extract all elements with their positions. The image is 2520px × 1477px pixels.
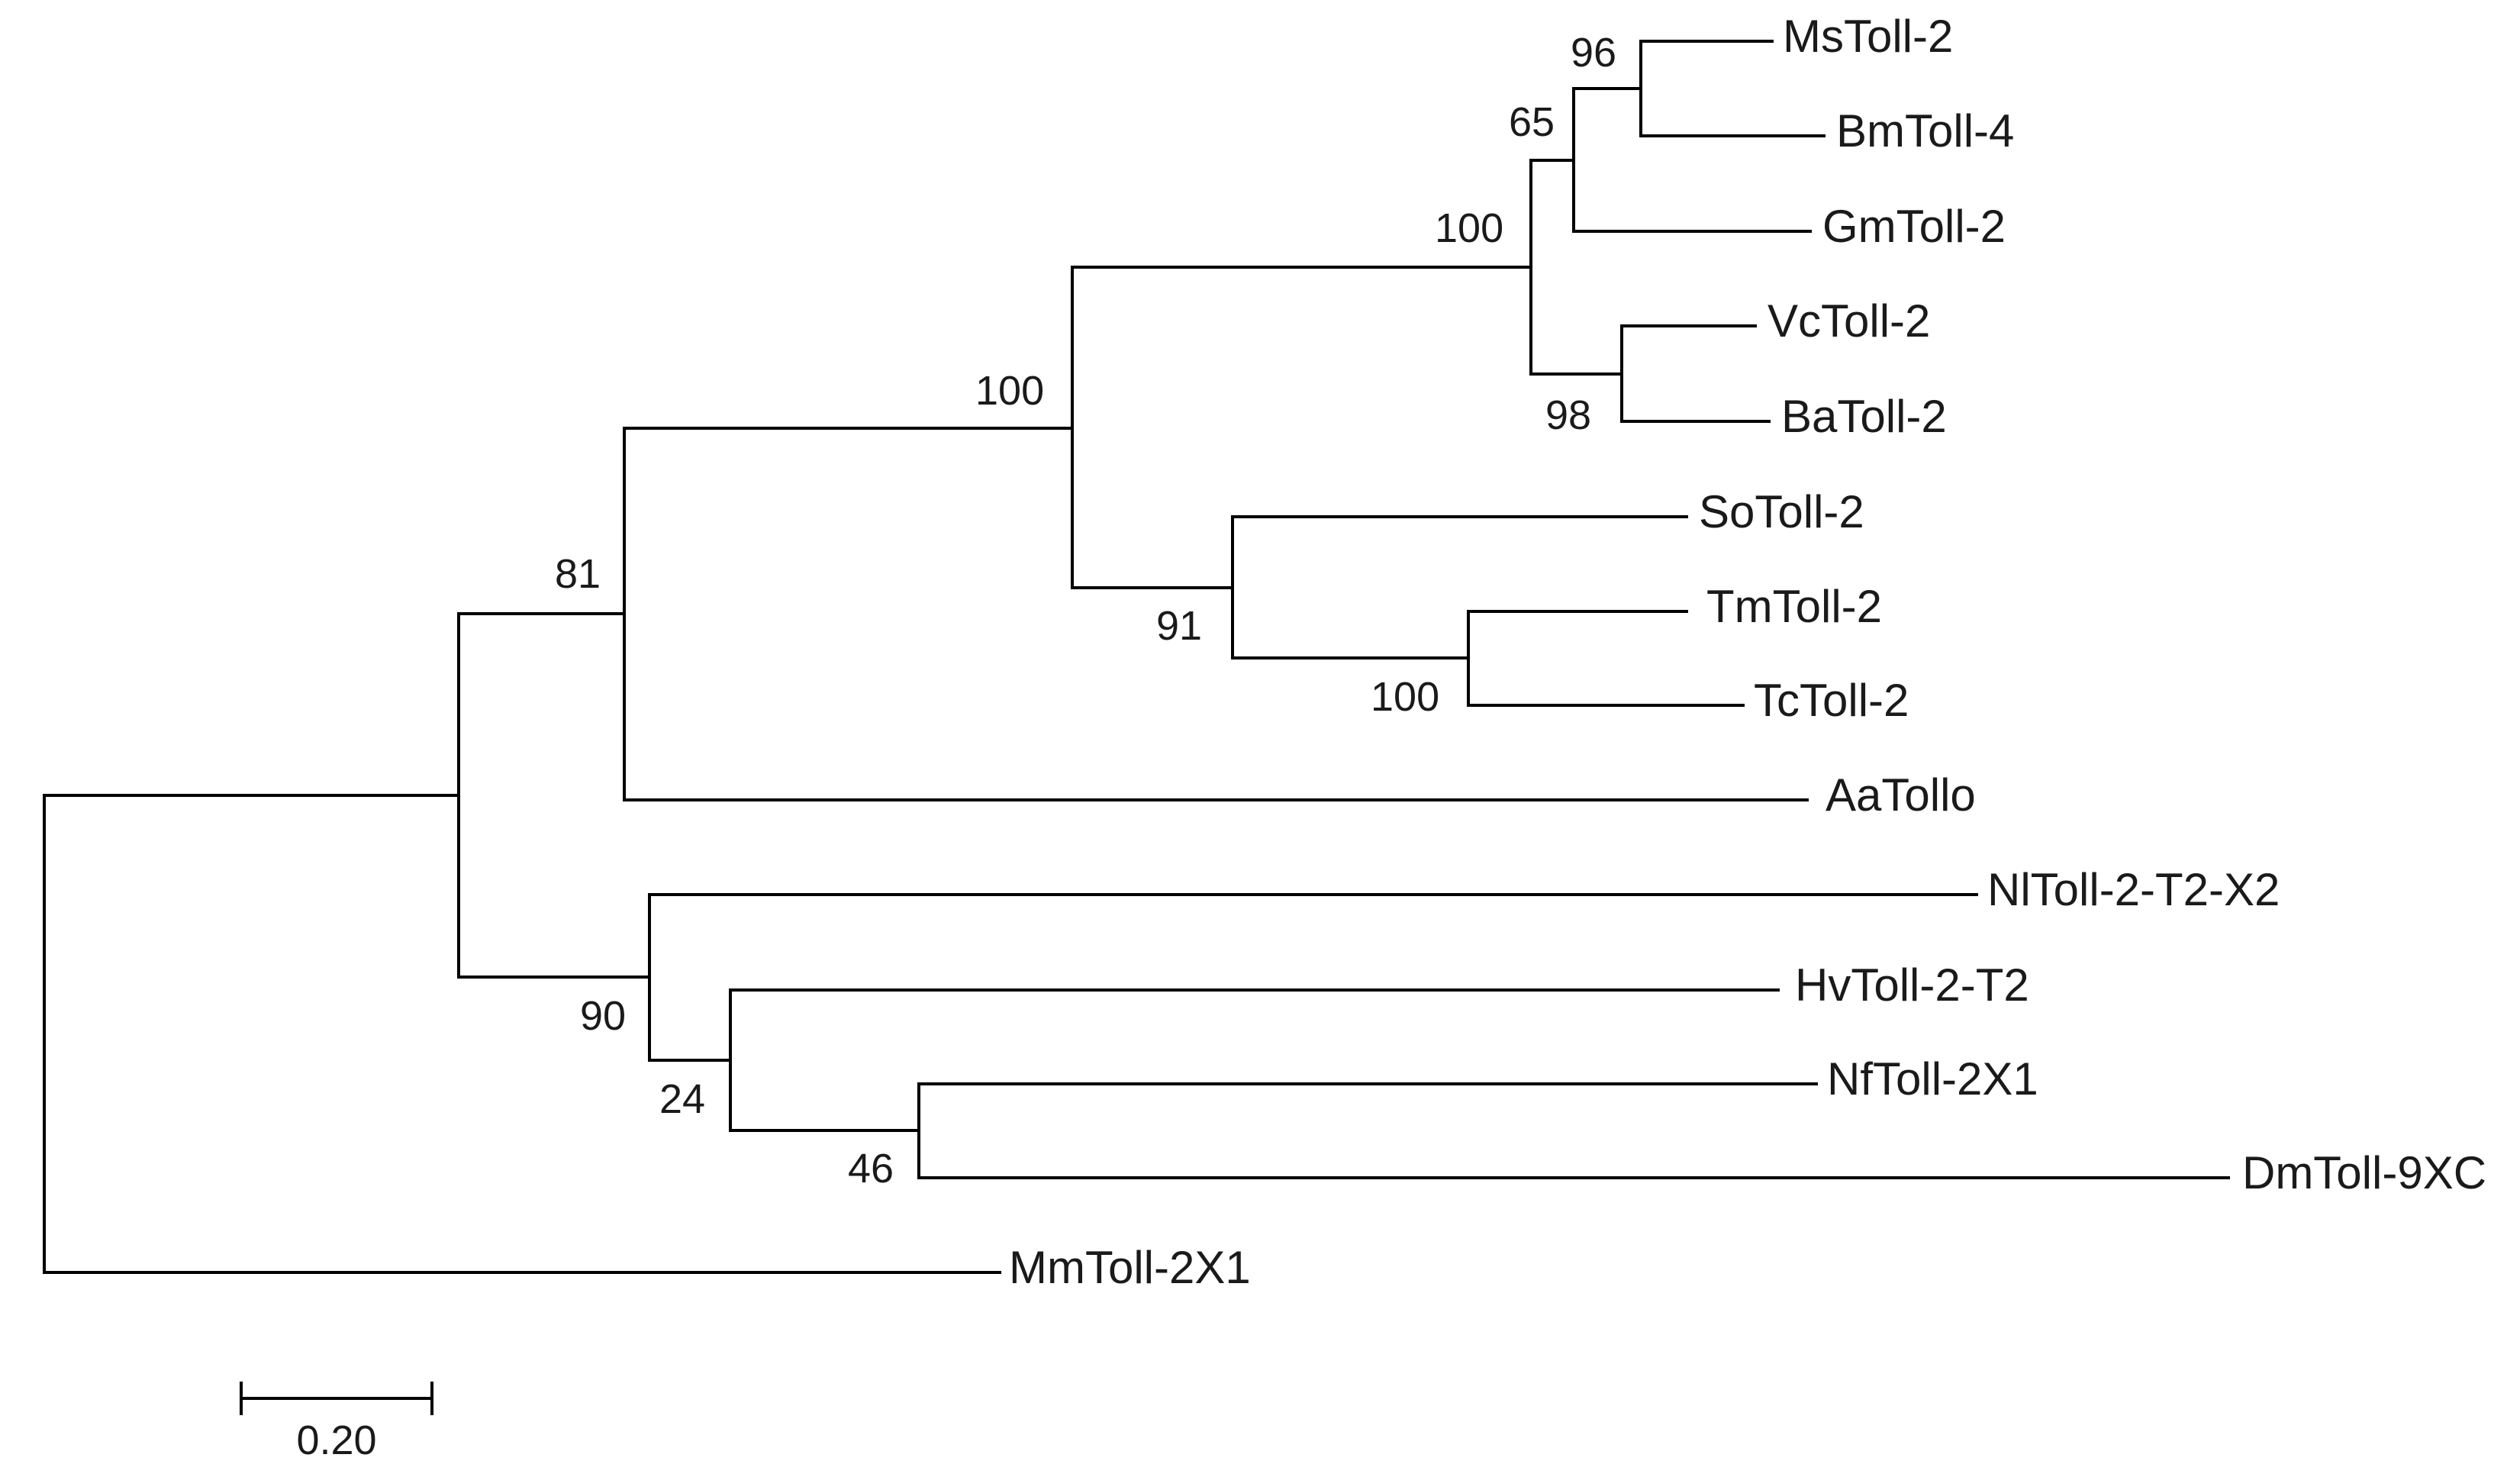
taxon-label-nl-toll-2-t2-x2: NlToll-2-T2-X2 (1987, 864, 2280, 915)
support-value-tm-tc: 100 (1371, 674, 1439, 720)
taxon-label-tm-toll-2: TmToll-2 (1706, 581, 1882, 632)
support-value-nf-dm: 46 (848, 1146, 894, 1192)
taxon-label-dm-toll-9xc: DmToll-9XC (2242, 1147, 2486, 1198)
taxon-label-hv-toll-2-t2: HvToll-2-T2 (1795, 959, 2029, 1011)
taxon-label-aa-tollo: AaTollo (1826, 769, 1976, 821)
support-values: 96 65 100 98 100 91 100 81 90 24 46 (555, 30, 1616, 1192)
support-value-with-aa: 81 (555, 551, 601, 597)
taxon-label-bm-toll-4: BmToll-4 (1836, 105, 2014, 156)
support-value-vc-ba: 98 (1545, 392, 1591, 438)
taxon-label-ms-toll-2: MsToll-2 (1783, 11, 1953, 62)
tree-branches (43, 40, 2230, 1274)
support-value-ms-bm-gm: 65 (1509, 99, 1555, 145)
support-value-so-tm-tc: 91 (1156, 603, 1202, 649)
support-value-ms-bm: 96 (1571, 30, 1616, 76)
support-value-lepidoptera-clade: 100 (1435, 205, 1503, 251)
taxon-label-ba-toll-2: BaToll-2 (1781, 391, 1947, 442)
support-value-upper-clade: 100 (975, 368, 1044, 414)
scale-bar-label: 0.20 (296, 1417, 376, 1463)
support-value-lower-clade: 90 (580, 993, 626, 1039)
support-value-hv-nf-dm: 24 (659, 1076, 705, 1122)
taxon-labels: MsToll-2 BmToll-4 GmToll-2 VcToll-2 BaTo… (1009, 11, 2486, 1293)
taxon-label-tc-toll-2: TcToll-2 (1754, 675, 1909, 726)
taxon-label-mm-toll-2x1: MmToll-2X1 (1009, 1242, 1251, 1293)
taxon-label-gm-toll-2: GmToll-2 (1822, 201, 2006, 252)
taxon-label-vc-toll-2: VcToll-2 (1768, 295, 1930, 347)
taxon-label-nf-toll-2x1: NfToll-2X1 (1827, 1053, 2038, 1105)
scale-bar: 0.20 (240, 1382, 433, 1463)
taxon-label-so-toll-2: SoToll-2 (1699, 486, 1864, 537)
